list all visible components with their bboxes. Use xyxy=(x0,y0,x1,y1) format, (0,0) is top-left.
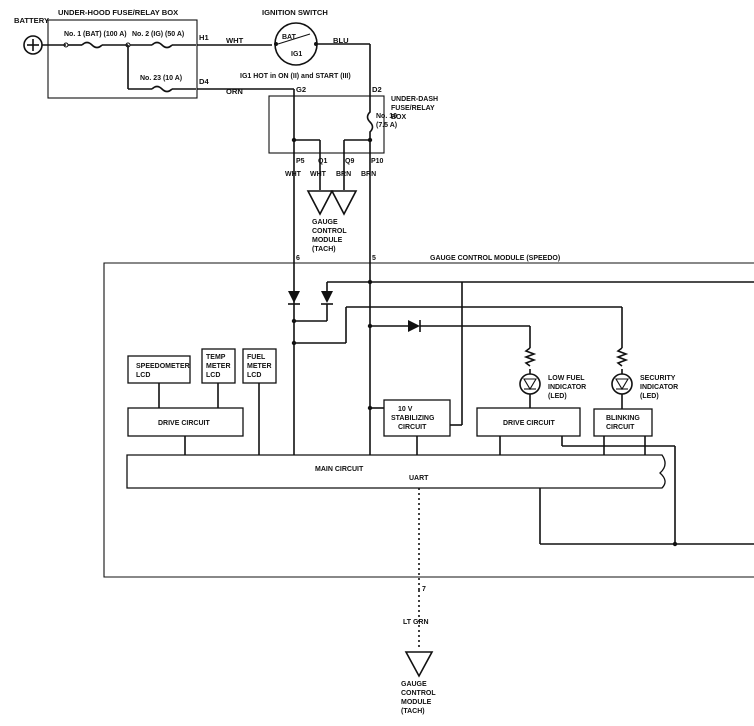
gcm-tach-bottom-label-4: (TACH) xyxy=(401,708,425,715)
gcm-tach-connector-2 xyxy=(330,190,358,216)
resistor-low-fuel xyxy=(523,347,537,367)
gcm-tach-connector-1 xyxy=(306,190,334,216)
fuel-meter-label-1: FUEL xyxy=(247,354,266,361)
fuse-no10-label-1: No. 10 xyxy=(376,113,397,120)
connector-h1: H1 xyxy=(199,33,209,42)
low-fuel-label-2: INDICATOR xyxy=(548,384,586,391)
connector-g2: G2 xyxy=(296,85,306,94)
speedometer-lcd-label-1: SPEEDOMETER xyxy=(136,363,190,370)
temp-meter-label-1: TEMP xyxy=(206,354,226,361)
fuel-meter-label-3: LCD xyxy=(247,372,261,379)
temp-meter-lcd-box xyxy=(201,348,236,384)
connector-p10: P10 xyxy=(371,158,384,165)
stabilizing-label-3: CIRCUIT xyxy=(398,424,427,431)
fuel-meter-label-2: METER xyxy=(247,363,272,370)
stabilizing-label-1: 10 V xyxy=(398,406,413,413)
fuse-no2 xyxy=(151,41,173,49)
under-hood-box-label: UNDER-HOOD FUSE/RELAY BOX xyxy=(58,8,178,17)
under-dash-fuse-box xyxy=(268,95,385,154)
pin-7: 7 xyxy=(422,586,426,593)
security-label-1: SECURITY xyxy=(640,375,676,382)
fuse-no10 xyxy=(366,98,374,153)
connector-p5: P5 xyxy=(296,158,305,165)
under-dash-label-3: BOX xyxy=(391,114,407,121)
gcm-speedo-box xyxy=(103,262,754,578)
wire-wht-3: WHT xyxy=(310,171,327,178)
low-fuel-label-1: LOW FUEL xyxy=(548,375,585,382)
security-label-2: INDICATOR xyxy=(640,384,678,391)
gcm-tach-bottom-label-3: MODULE xyxy=(401,699,432,706)
temp-meter-label-3: LCD xyxy=(206,372,220,379)
ignition-switch xyxy=(274,22,318,66)
main-circuit-label: MAIN CIRCUIT xyxy=(315,466,364,473)
blinking-circuit-box xyxy=(593,408,653,437)
low-fuel-label-3: (LED) xyxy=(548,393,567,400)
temp-meter-label-2: METER xyxy=(206,363,231,370)
under-dash-label-2: FUSE/RELAY xyxy=(391,105,435,112)
drive-circuit-right xyxy=(476,407,581,437)
connector-q1: Q1 xyxy=(318,158,327,165)
gcm-tach-connector-3 xyxy=(404,651,434,678)
security-label-3: (LED) xyxy=(640,393,659,400)
diode-1 xyxy=(288,291,300,303)
battery-label: BATTERY xyxy=(14,16,49,25)
ignition-switch-label: IGNITION SWITCH xyxy=(262,8,328,17)
ignition-ig1-label: IG1 xyxy=(291,51,302,58)
security-led xyxy=(611,373,633,395)
ig1-hot-note: IG1 HOT in ON (II) and START (III) xyxy=(240,73,351,80)
gcm-tach-label-2: CONTROL xyxy=(312,228,347,235)
wire-orn: ORN xyxy=(226,87,243,96)
stabilizing-label-2: STABILIZING xyxy=(391,415,435,422)
wire-brn-2: BRN xyxy=(361,171,376,178)
blinking-label-1: BLINKING xyxy=(606,415,640,422)
fuse-no23 xyxy=(151,85,173,93)
wire-blu: BLU xyxy=(333,36,349,45)
fuse-no10-label-2: (7.5 A) xyxy=(376,122,397,129)
fuse-no1 xyxy=(81,41,103,49)
pin-6: 6 xyxy=(296,255,300,262)
main-circuit-box xyxy=(126,454,666,489)
drive-circuit-left-label: DRIVE CIRCUIT xyxy=(158,420,210,427)
under-hood-fuse-box xyxy=(47,19,198,99)
ignition-bat-label: BAT xyxy=(282,34,297,41)
wire-lt-grn: LT GRN xyxy=(403,619,429,626)
connector-q9: Q9 xyxy=(345,158,354,165)
speedometer-lcd-label-2: LCD xyxy=(136,372,150,379)
low-fuel-led xyxy=(519,373,541,395)
gcm-tach-label-4: (TACH) xyxy=(312,246,336,253)
pin-5: 5 xyxy=(372,255,376,262)
blinking-label-2: CIRCUIT xyxy=(606,424,635,431)
gcm-tach-label-3: MODULE xyxy=(312,237,343,244)
under-dash-label-1: UNDER-DASH xyxy=(391,96,438,103)
connector-d2: D2 xyxy=(372,85,382,94)
gcm-speedo-label: GAUGE CONTROL MODULE (SPEEDO) xyxy=(430,255,560,262)
fuse-no2-label: No. 2 (IG) (50 A) xyxy=(132,31,184,38)
connector-d4: D4 xyxy=(199,77,209,86)
speedometer-lcd-box xyxy=(127,355,191,384)
wire-wht-1: WHT xyxy=(226,36,244,45)
drive-circuit-right-label: DRIVE CIRCUIT xyxy=(503,420,555,427)
resistor-security xyxy=(615,347,629,367)
diode-2 xyxy=(321,291,333,303)
gcm-tach-bottom-label-2: CONTROL xyxy=(401,690,436,697)
fuse-no1-label: No. 1 (BAT) (100 A) xyxy=(64,31,127,38)
gcm-tach-bottom-label-1: GAUGE xyxy=(401,681,427,688)
battery-symbol xyxy=(23,35,43,55)
fuse-no23-label: No. 23 (10 A) xyxy=(140,75,182,82)
gcm-tach-label-1: GAUGE xyxy=(312,219,338,226)
diode-low-fuel xyxy=(408,320,420,332)
fuel-meter-lcd-box xyxy=(242,348,277,384)
uart-label: UART xyxy=(409,475,429,482)
